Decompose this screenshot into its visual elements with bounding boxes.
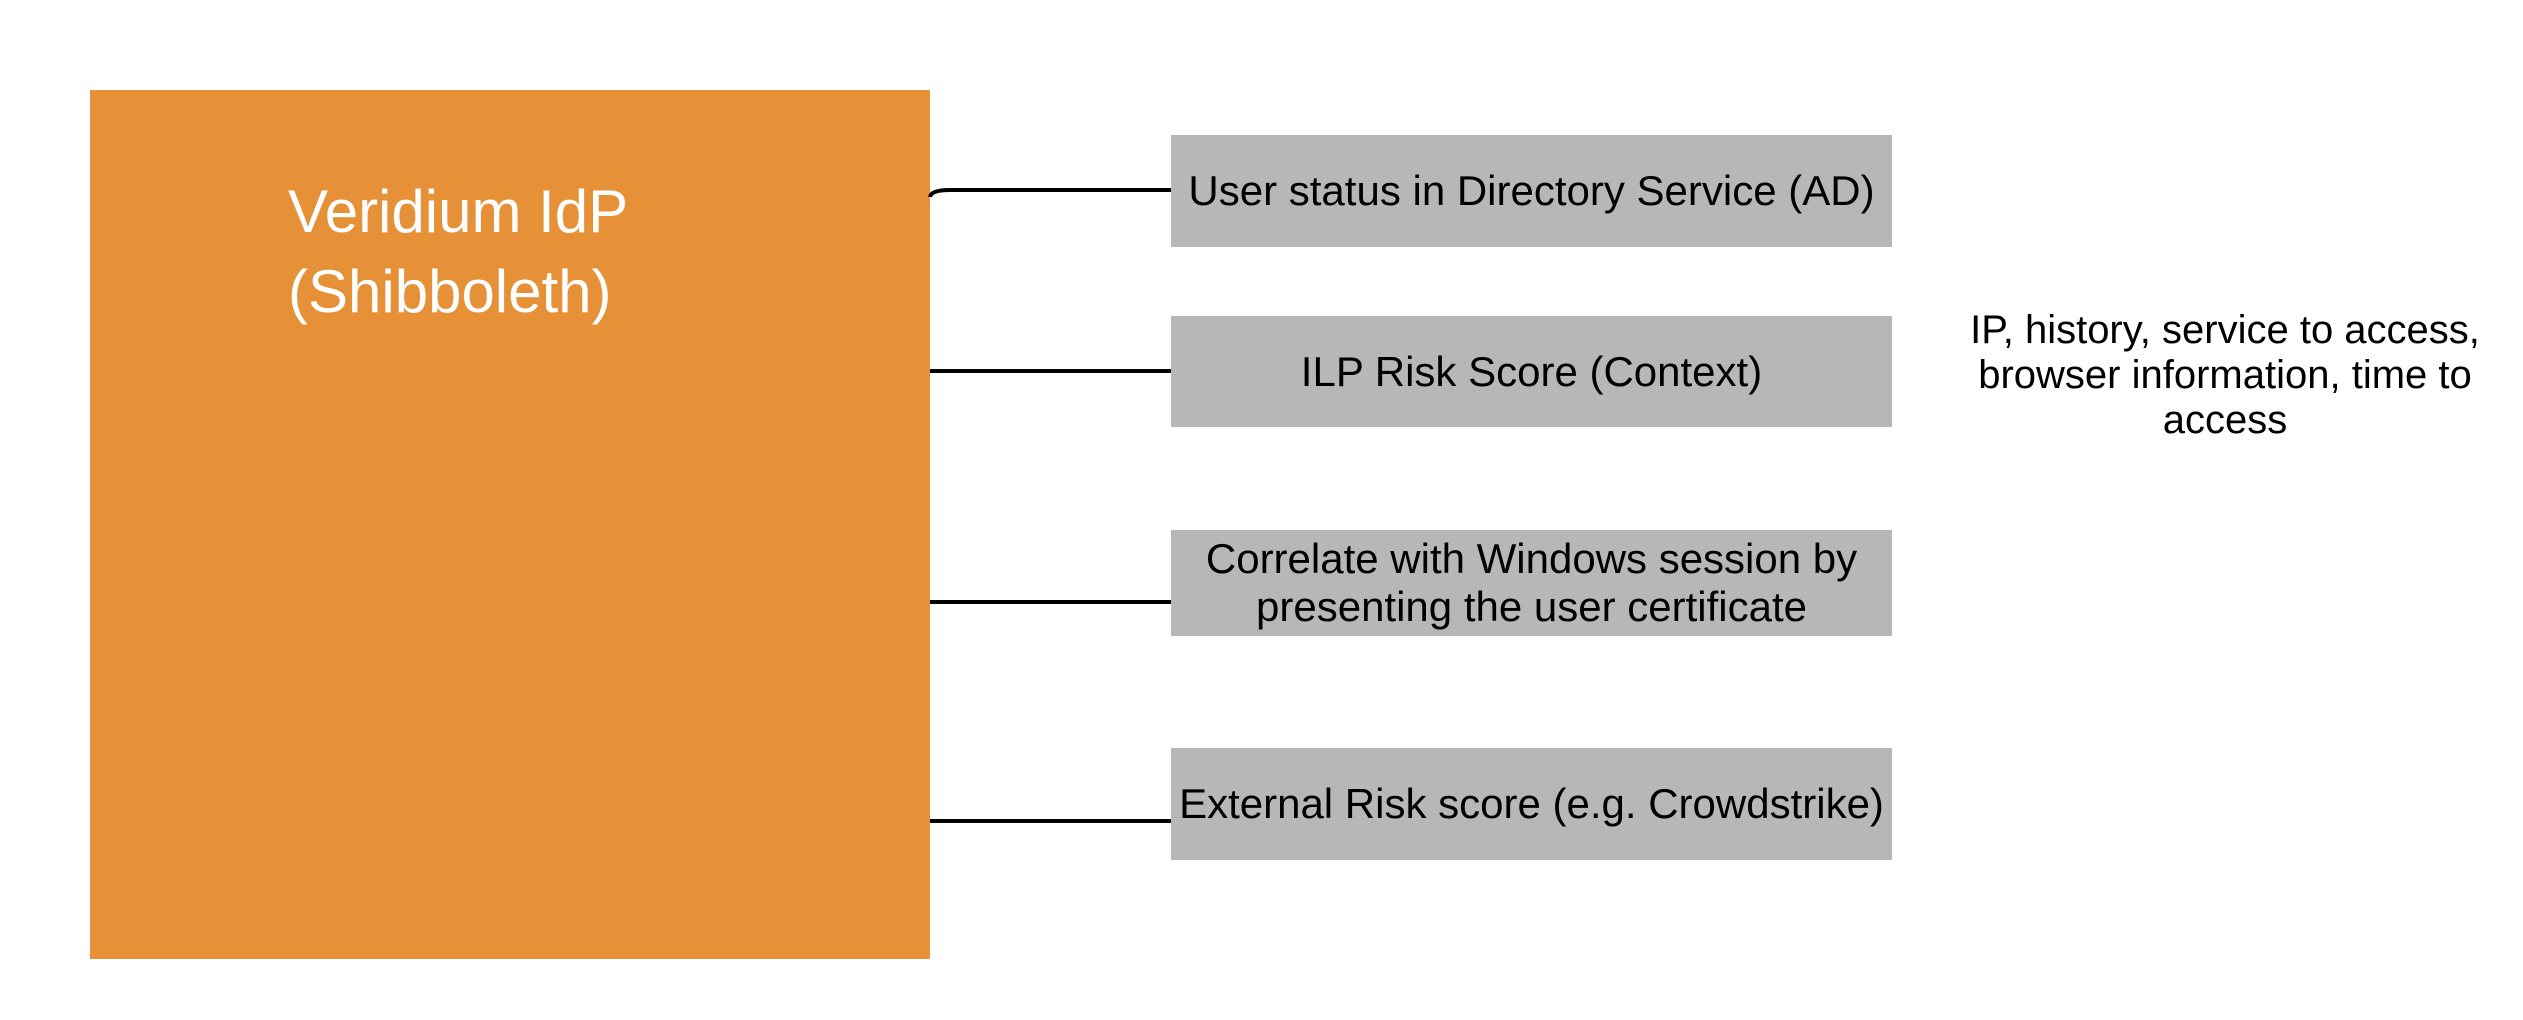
connector-lines [928,188,1172,823]
attribute-box-label: User status in Directory Service (AD) [1188,167,1875,214]
attribute-box-ilp-risk-score: ILP Risk Score (Context) [1171,316,1892,427]
veridium-idp-box: Veridium IdP (Shibboleth) [90,90,930,959]
context-annotation-line1: IP, history, service to access, [1970,308,2480,352]
context-annotation-line2: browser information, time to [1978,353,2472,397]
attribute-box-user-status: User status in Directory Service (AD) [1171,135,1892,247]
context-annotation: IP, history, service to access, browser … [1925,308,2523,443]
attribute-box-correlate-windows-session: Correlate with Windows session by presen… [1171,530,1892,636]
context-annotation-line3: access [2162,398,2288,442]
attribute-box-label: External Risk score (e.g. Crowdstrike) [1179,780,1884,827]
attribute-box-label: Correlate with Windows session by presen… [1205,535,1858,630]
attribute-box-external-risk-score: External Risk score (e.g. Crowdstrike) [1171,748,1892,860]
veridium-idp-title: Veridium IdP (Shibboleth) [288,172,628,332]
connector-line-1 [928,188,1172,198]
veridium-idp-title-line2: (Shibboleth) [288,258,612,325]
attribute-box-label: ILP Risk Score (Context) [1300,347,1763,395]
veridium-idp-title-line1: Veridium IdP [288,178,629,245]
